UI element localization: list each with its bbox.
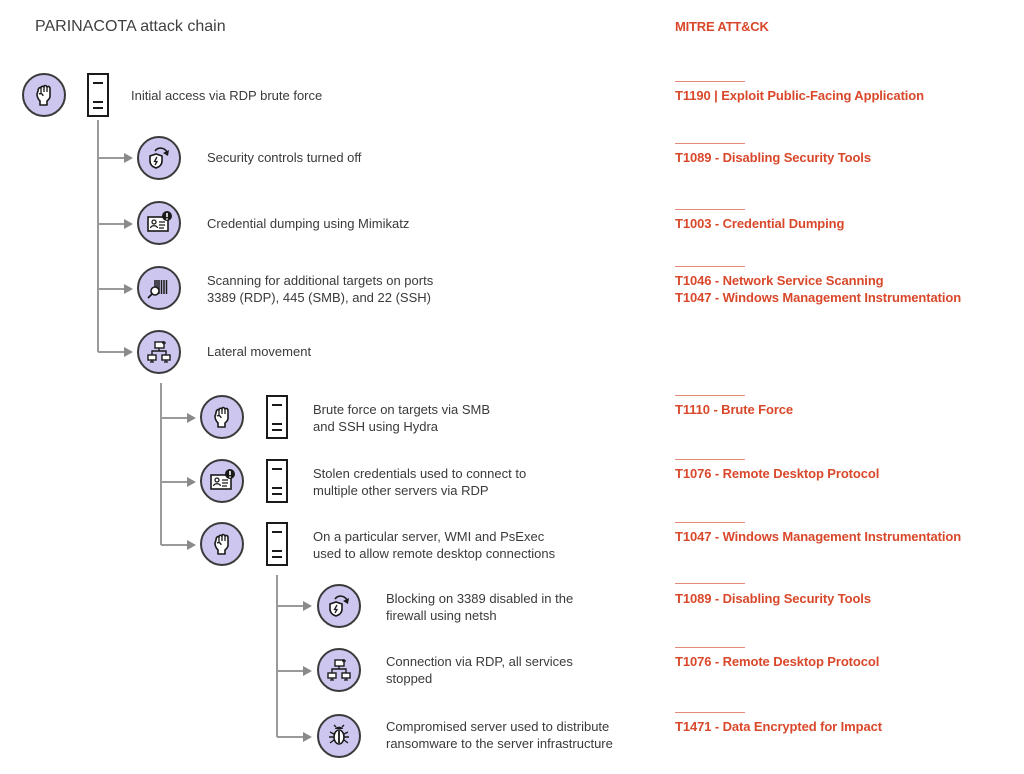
technique-label: T1047 - Windows Management Instrumentati… [675,529,962,544]
arrow-icon [187,413,196,423]
technique-label: T1003 - Credential Dumping [675,216,845,231]
connector-branch [98,223,126,225]
shield-disable-icon [317,584,361,628]
connector-branch [277,605,305,607]
arrow-icon [124,153,133,163]
technique-separator [675,712,745,713]
fist-icon [22,73,66,117]
fist-icon [200,522,244,566]
connector-branch [98,288,126,290]
technique-separator [675,522,745,523]
network-icon [317,648,361,692]
step-text: Compromised server used to distribute ra… [386,719,613,751]
id-card-alert-icon [200,459,244,503]
technique-label: T1046 - Network Service Scanning T1047 -… [675,273,962,305]
connector-branch [277,736,305,738]
arrow-icon [303,732,312,742]
technique-label: T1110 - Brute Force [675,402,794,417]
technique-label: T1190 | Exploit Public-Facing Applicatio… [675,88,924,103]
connector-branch [98,351,126,353]
server-icon [266,522,288,566]
step-text: Initial access via RDP brute force [131,88,323,103]
step-text: Stolen credentials used to connect to mu… [313,466,527,498]
technique-label: T1076 - Remote Desktop Protocol [675,466,880,481]
technique-label: T1089 - Disabling Security Tools [675,150,871,165]
network-icon [137,330,181,374]
diagram-title: PARINACOTA attack chain [35,18,226,35]
server-icon [266,395,288,439]
technique-separator [675,459,745,460]
arrow-icon [303,601,312,611]
connector-level-3 [276,575,278,737]
connector-branch [98,157,126,159]
connector-branch [161,417,189,419]
arrow-icon [187,477,196,487]
mitre-heading: MITRE ATT&CK [675,19,769,34]
arrow-icon [124,284,133,294]
step-text: Lateral movement [207,344,312,359]
connector-branch [277,670,305,672]
barcode-scan-icon [137,266,181,310]
step-text: Blocking on 3389 disabled in the firewal… [386,591,574,623]
technique-separator [675,209,745,210]
technique-label: T1471 - Data Encrypted for Impact [675,719,882,734]
technique-separator [675,81,745,82]
step-text: Connection via RDP, all services stopped [386,654,573,686]
technique-separator [675,143,745,144]
step-text: Brute force on targets via SMB and SSH u… [313,402,491,434]
technique-label: T1076 - Remote Desktop Protocol [675,654,880,669]
step-text: Credential dumping using Mimikatz [207,216,410,231]
arrow-icon [124,219,133,229]
step-text: Security controls turned off [207,150,362,165]
server-icon [266,459,288,503]
step-text: On a particular server, WMI and PsExec u… [313,529,556,561]
fist-icon [200,395,244,439]
connector-branch [161,544,189,546]
arrow-icon [303,666,312,676]
server-icon [87,73,109,117]
arrow-icon [187,540,196,550]
step-text: Scanning for additional targets on ports… [207,273,434,305]
connector-level-1 [97,120,99,352]
technique-separator [675,583,745,584]
technique-separator [675,647,745,648]
technique-label: T1089 - Disabling Security Tools [675,591,871,606]
connector-branch [161,481,189,483]
id-card-alert-icon [137,201,181,245]
technique-separator [675,266,745,267]
arrow-icon [124,347,133,357]
technique-separator [675,395,745,396]
shield-disable-icon [137,136,181,180]
bug-icon [317,714,361,758]
connector-level-2 [160,383,162,545]
